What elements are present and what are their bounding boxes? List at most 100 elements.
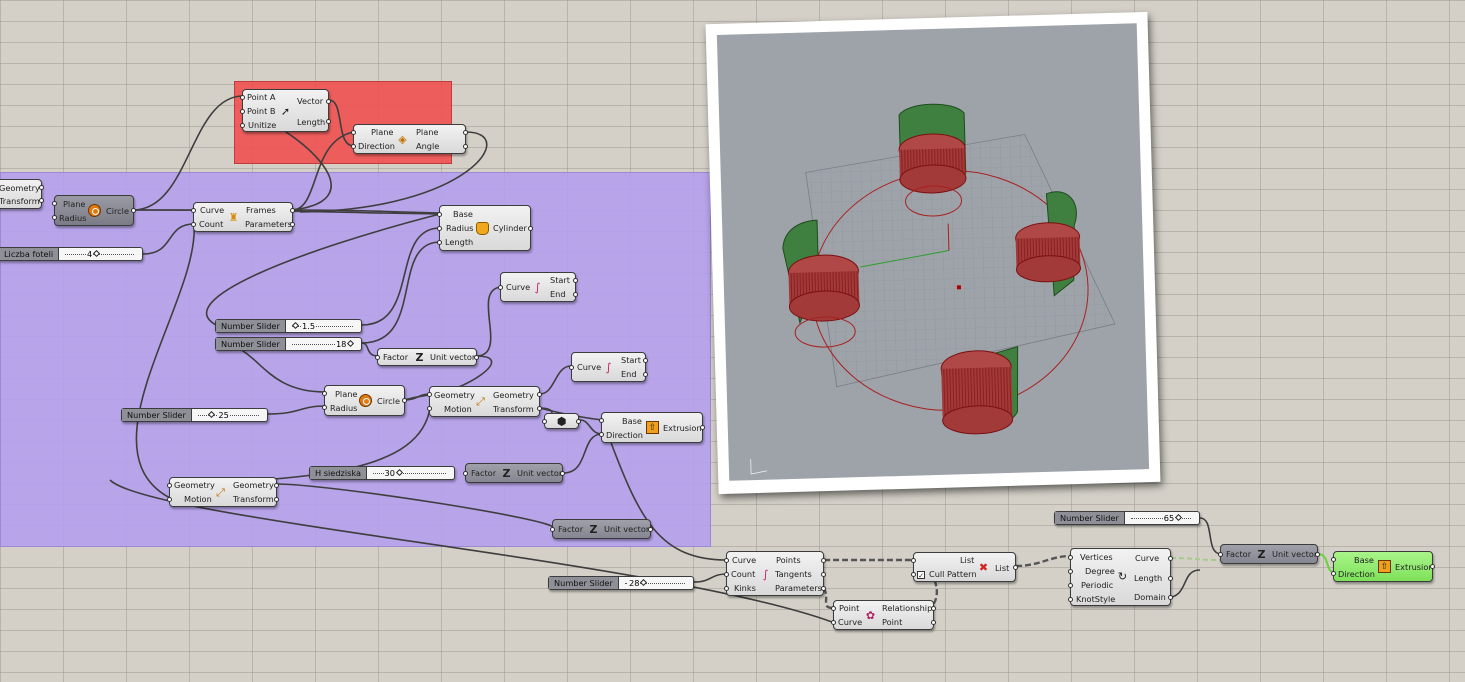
slider-h-siedziska[interactable]: H siedziska 30 bbox=[309, 466, 455, 480]
input-pin[interactable] bbox=[724, 586, 729, 591]
end-points-component[interactable]: Curve ∫ Start End bbox=[498, 272, 578, 302]
interpolate-component[interactable]: Vertices Degree Periodic KnotStyle ↻ Cur… bbox=[1068, 548, 1173, 606]
slider-knob[interactable] bbox=[292, 321, 300, 330]
output-pin[interactable] bbox=[1430, 564, 1435, 569]
output-pin[interactable] bbox=[821, 572, 826, 577]
input-pin[interactable] bbox=[240, 123, 245, 128]
output-pin[interactable] bbox=[931, 620, 936, 625]
angle-component[interactable]: Plane Direction ◈ Plane Angle bbox=[351, 124, 468, 154]
output-pin[interactable] bbox=[1013, 565, 1018, 570]
input-pin[interactable] bbox=[911, 558, 916, 563]
input-pin[interactable] bbox=[375, 355, 380, 360]
output-pin[interactable] bbox=[326, 119, 331, 124]
cylinder-component[interactable]: Base Radius Length Cylinder bbox=[437, 205, 533, 251]
input-pin[interactable] bbox=[498, 285, 503, 290]
output-pin[interactable] bbox=[821, 558, 826, 563]
input-pin[interactable] bbox=[351, 130, 356, 135]
output-pin[interactable] bbox=[1168, 576, 1173, 581]
input-pin[interactable] bbox=[437, 240, 442, 245]
output-pin[interactable] bbox=[326, 99, 331, 104]
input-pin[interactable] bbox=[191, 222, 196, 227]
circle-component[interactable]: Plane Radius Circle bbox=[322, 385, 407, 416]
unit-z-component[interactable]: Factor Z Unit vector bbox=[550, 519, 653, 539]
output-pin[interactable] bbox=[463, 130, 468, 135]
input-pin[interactable] bbox=[542, 419, 547, 424]
output-pin[interactable] bbox=[560, 471, 565, 476]
output-pin[interactable] bbox=[290, 208, 295, 213]
unit-z-component[interactable]: Factor Z Unit vector bbox=[1218, 544, 1320, 564]
input-pin[interactable] bbox=[1068, 597, 1073, 602]
cull-pattern-component[interactable]: List ✓ Cull Pattern ✖ List bbox=[911, 552, 1018, 582]
output-pin[interactable] bbox=[537, 406, 542, 411]
slider-knob[interactable] bbox=[93, 249, 101, 258]
extrusion-component[interactable]: Base Direction ⇧ Extrusion bbox=[599, 412, 705, 443]
input-pin[interactable] bbox=[1068, 569, 1073, 574]
input-pin[interactable] bbox=[599, 418, 604, 423]
input-pin[interactable] bbox=[1218, 552, 1223, 557]
geometry-param[interactable]: ⬢ bbox=[542, 413, 581, 429]
curve-frames-component[interactable]: Curve Count ♜ Frames Parameters bbox=[191, 202, 295, 232]
output-pin[interactable] bbox=[643, 358, 648, 363]
output-pin[interactable] bbox=[643, 372, 648, 377]
output-pin[interactable] bbox=[576, 419, 581, 424]
circle-component[interactable]: Plane Radius Circle bbox=[52, 195, 136, 226]
input-pin[interactable] bbox=[167, 483, 172, 488]
unit-z-component[interactable]: Factor Z Unit vector bbox=[463, 463, 565, 483]
slider-knob[interactable] bbox=[208, 410, 216, 419]
slider-knob[interactable] bbox=[1174, 513, 1182, 522]
input-pin[interactable] bbox=[911, 572, 916, 577]
input-pin[interactable] bbox=[52, 201, 57, 206]
input-pin[interactable] bbox=[1331, 571, 1336, 576]
output-pin[interactable] bbox=[700, 425, 705, 430]
output-pin[interactable] bbox=[1168, 556, 1173, 561]
output-pin[interactable] bbox=[931, 606, 936, 611]
vector-2pt-component[interactable]: Point A Point B Unitize ➚ Vector Length bbox=[240, 89, 331, 132]
input-pin[interactable] bbox=[240, 109, 245, 114]
output-pin[interactable] bbox=[821, 586, 826, 591]
input-pin[interactable] bbox=[322, 405, 327, 410]
slider-number-28[interactable]: Number Slider 28 bbox=[548, 576, 694, 590]
output-pin[interactable] bbox=[39, 185, 44, 190]
slider-knob[interactable] bbox=[639, 578, 648, 587]
input-pin[interactable] bbox=[1068, 583, 1073, 588]
transform-component-left[interactable]: Geometry Transform bbox=[0, 179, 44, 209]
output-pin[interactable] bbox=[131, 208, 136, 213]
input-pin[interactable] bbox=[322, 391, 327, 396]
output-pin[interactable] bbox=[290, 222, 295, 227]
divide-curve-component[interactable]: Curve Count Kinks ∫ Points Tangents Para… bbox=[724, 551, 826, 596]
output-pin[interactable] bbox=[1315, 552, 1320, 557]
input-pin[interactable] bbox=[437, 226, 442, 231]
input-pin[interactable] bbox=[1331, 557, 1336, 562]
slider-knob[interactable] bbox=[346, 339, 354, 348]
slider-knob[interactable] bbox=[395, 468, 403, 477]
output-pin[interactable] bbox=[537, 392, 542, 397]
input-pin[interactable] bbox=[167, 497, 172, 502]
output-pin[interactable] bbox=[474, 355, 479, 360]
input-pin[interactable] bbox=[569, 365, 574, 370]
slider-number-1-5[interactable]: Number Slider 1.5 bbox=[215, 319, 362, 333]
input-pin[interactable] bbox=[831, 606, 836, 611]
input-pin[interactable] bbox=[550, 527, 555, 532]
output-pin[interactable] bbox=[402, 398, 407, 403]
output-pin[interactable] bbox=[528, 226, 533, 231]
slider-number-65[interactable]: Number Slider 65 bbox=[1054, 511, 1200, 525]
input-pin[interactable] bbox=[240, 95, 245, 100]
input-pin[interactable] bbox=[427, 392, 432, 397]
output-pin[interactable] bbox=[39, 198, 44, 203]
input-pin[interactable] bbox=[831, 620, 836, 625]
output-pin[interactable] bbox=[463, 144, 468, 149]
output-pin[interactable] bbox=[573, 278, 578, 283]
input-pin[interactable] bbox=[351, 144, 356, 149]
input-pin[interactable] bbox=[724, 558, 729, 563]
input-pin[interactable] bbox=[52, 215, 57, 220]
input-pin[interactable] bbox=[191, 208, 196, 213]
end-points-component[interactable]: Curve ∫ Start End bbox=[569, 352, 648, 382]
move-component[interactable]: Geometry Motion ⤢ Geometry Transform bbox=[167, 477, 279, 507]
output-pin[interactable] bbox=[274, 497, 279, 502]
input-pin[interactable] bbox=[463, 471, 468, 476]
output-pin[interactable] bbox=[1168, 595, 1173, 600]
input-pin[interactable] bbox=[427, 406, 432, 411]
extrusion-component-selected[interactable]: Base Direction ⇧ Extrusion bbox=[1331, 551, 1435, 582]
slider-number-18[interactable]: Number Slider 18 bbox=[215, 337, 362, 351]
output-pin[interactable] bbox=[573, 292, 578, 297]
